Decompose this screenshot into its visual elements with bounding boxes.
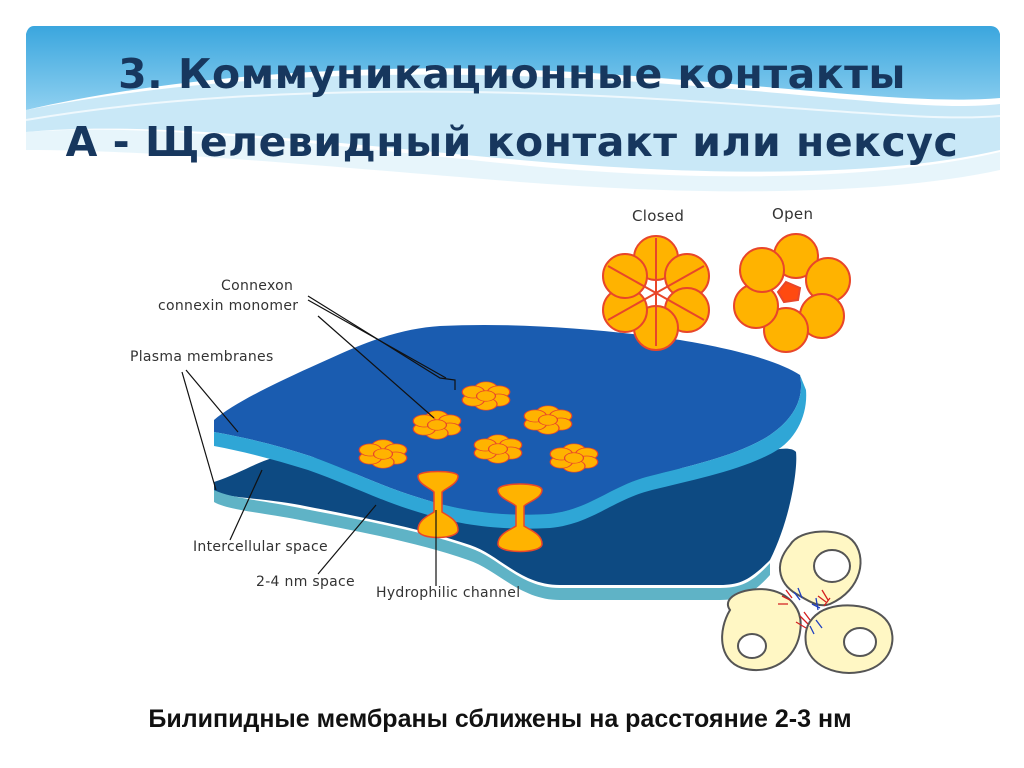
label-plasma-membranes: Plasma membranes <box>130 349 274 365</box>
slide-title-line1: 3. Коммуникационные контакты <box>118 50 906 98</box>
label-connexon: Connexon <box>221 278 294 294</box>
slide-caption: Билипидные мембраны сближены на расстоян… <box>148 705 852 733</box>
cells-illustration <box>721 530 894 674</box>
label-nm-space: 2-4 nm space <box>256 574 355 590</box>
slide-title-line2: А - Щелевидный контакт или нексус <box>65 118 959 166</box>
header-banner <box>25 26 1001 192</box>
label-intercellular-space: Intercellular space <box>193 539 328 555</box>
label-leader-lines <box>181 295 456 586</box>
label-connexin-monomer: connexin monomer <box>158 298 299 314</box>
connexon-open-view <box>733 233 851 353</box>
label-closed: Closed <box>632 207 685 225</box>
label-hydrophilic-channel: Hydrophilic channel <box>376 585 521 601</box>
connexon-closed-view <box>602 235 710 351</box>
upper-membrane <box>214 324 807 529</box>
label-open: Open <box>772 205 814 223</box>
hydrophilic-channels <box>417 470 543 553</box>
